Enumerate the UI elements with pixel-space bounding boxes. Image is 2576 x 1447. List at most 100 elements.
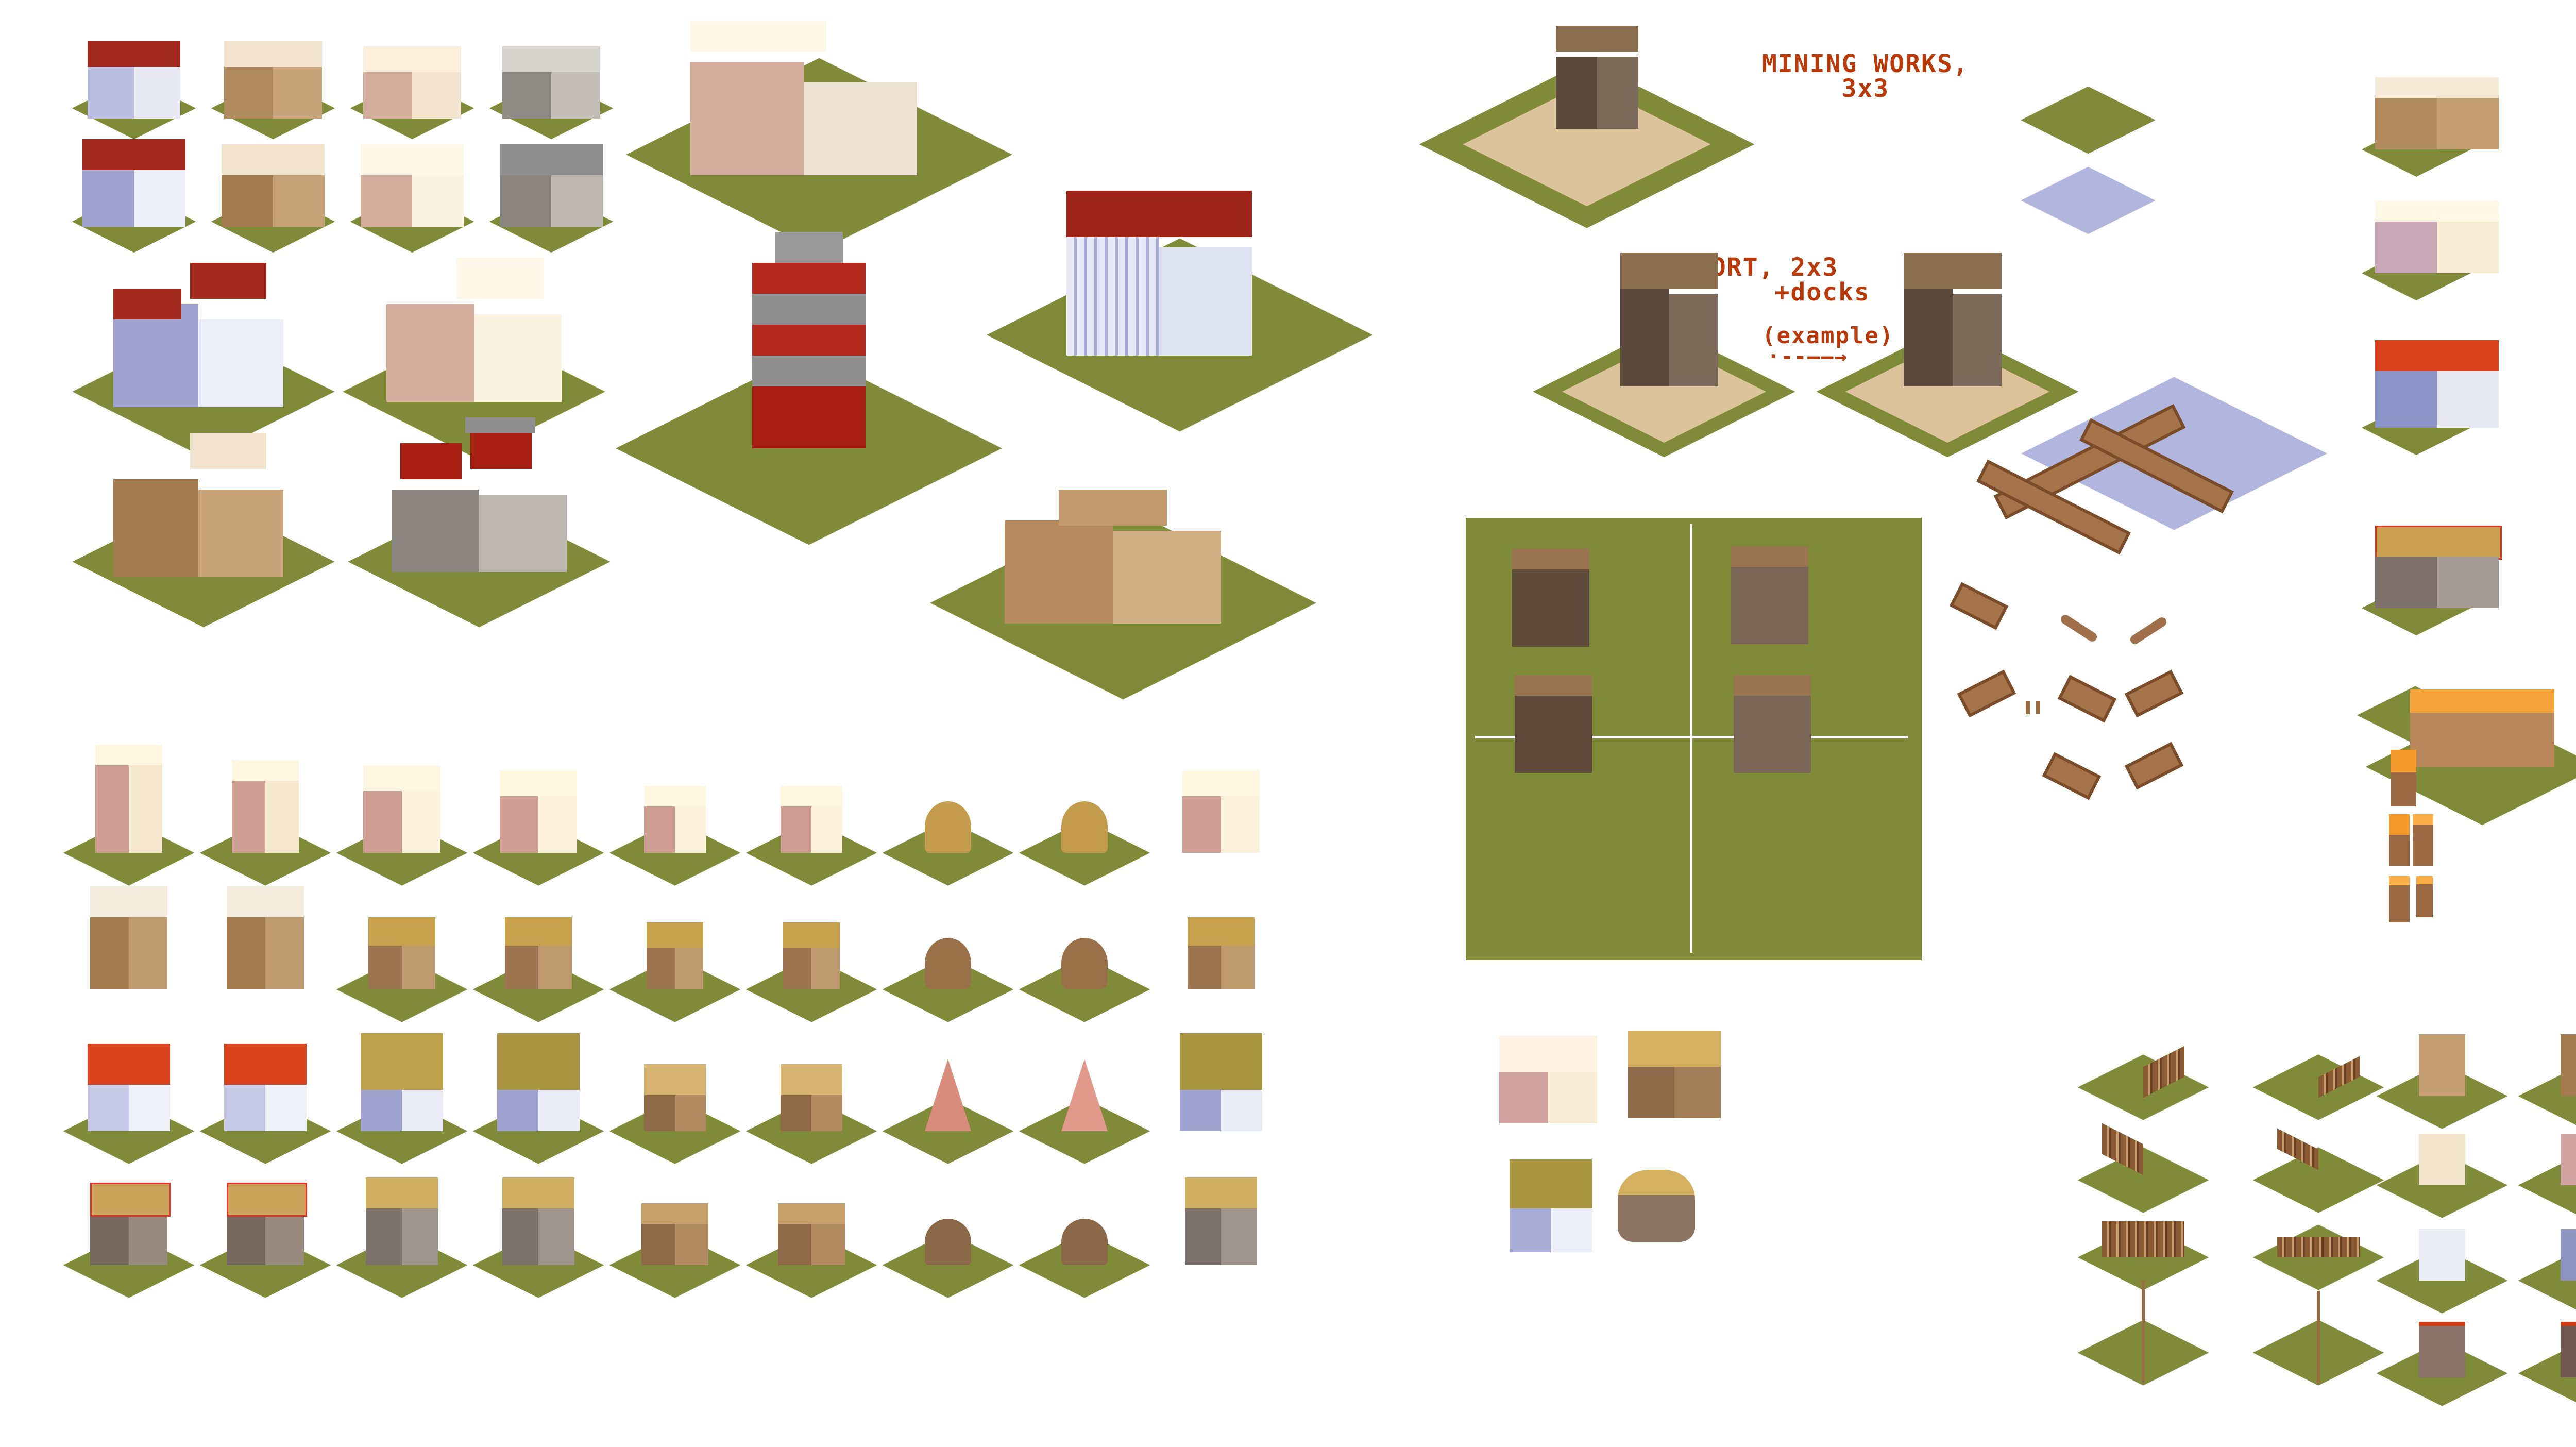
wall-plaster-2 xyxy=(2561,1134,2576,1185)
adobe-house-1 xyxy=(363,765,440,853)
stone-shrine-red-1 xyxy=(90,1183,171,1265)
stone-shrine-red-2 xyxy=(227,1183,307,1265)
house-marble-red-roof xyxy=(88,41,180,119)
sandstone-block-2 xyxy=(227,886,304,989)
large-house-sandstone xyxy=(113,433,283,577)
villa-red-roof-1 xyxy=(88,1044,170,1131)
fence-6 xyxy=(2277,1237,2360,1257)
shed-rotation-3 xyxy=(1515,675,1592,773)
dock-post-1 xyxy=(2026,701,2030,714)
shed-rotation-2 xyxy=(1731,546,1808,644)
stall-1 xyxy=(2391,750,2416,806)
house-marble-red-roof-2 xyxy=(82,139,185,227)
dock-post-2 xyxy=(2036,701,2040,714)
stone-thatch-house-1 xyxy=(366,1177,438,1265)
thatch-stone-house-1 xyxy=(368,917,435,989)
large-house-plaster xyxy=(386,258,562,402)
sandstone-block-1 xyxy=(90,886,167,989)
fence-post-2 xyxy=(2317,1291,2320,1384)
adobe-tower-1 xyxy=(95,745,162,853)
house-plaster xyxy=(363,46,461,119)
panel-divider-vertical xyxy=(1690,524,1692,953)
wall-stone-torch-1 xyxy=(2419,1322,2465,1377)
pagoda xyxy=(752,232,866,474)
fence-5 xyxy=(2102,1221,2184,1257)
grass-hut-2 xyxy=(1061,801,1108,853)
tipi-2 xyxy=(1061,1059,1108,1131)
ziggurat xyxy=(1005,469,1221,624)
thatch-stone-house-4 xyxy=(783,922,840,989)
wall-sandstone-2 xyxy=(2561,1034,2576,1096)
house-plaster-2 xyxy=(361,144,464,227)
greek-temple xyxy=(1066,191,1252,356)
round-hut-1 xyxy=(925,938,971,989)
shop-plaster xyxy=(2375,201,2499,273)
workshop-round-stone xyxy=(1618,1170,1695,1242)
example-label: (example) xyxy=(1762,323,1894,349)
plank-house-1 xyxy=(641,1203,708,1265)
shed-rotation-4 xyxy=(1734,675,1811,773)
stone-thatch-house-2 xyxy=(502,1177,574,1265)
market-square xyxy=(2410,689,2554,767)
mining-works-label: MINING WORKS, 3x3 xyxy=(1762,49,1969,103)
workshop-timber xyxy=(1628,1031,1721,1118)
boat-2 xyxy=(2128,615,2168,646)
grass-hut-1 xyxy=(925,801,971,853)
stall-2 xyxy=(2389,814,2410,866)
adobe-small-1 xyxy=(644,786,706,853)
port-warehouse-example xyxy=(1904,253,2002,386)
branch-hut-2 xyxy=(1061,1219,1108,1265)
large-house-marble xyxy=(113,263,283,407)
house-sandstone-2 xyxy=(222,144,325,227)
workshop-thatched-cottage xyxy=(1510,1159,1592,1252)
wall-plaster-1 xyxy=(2419,1134,2465,1185)
port-label: PORT, 2x3 +docks xyxy=(1695,253,1870,307)
stone-thatch-house-with-hay xyxy=(1185,1177,1257,1265)
port-warehouse xyxy=(1620,253,1718,386)
workshop-plaster xyxy=(1499,1036,1597,1123)
boat-1 xyxy=(2059,613,2099,644)
thatch-stone-house-3 xyxy=(647,922,703,989)
shop-sandstone xyxy=(2375,77,2499,149)
house-sandstone xyxy=(224,41,322,119)
thatch-stone-house-2 xyxy=(505,917,572,989)
adobe-house-2 xyxy=(500,770,577,853)
tipi-1 xyxy=(925,1059,971,1131)
thatched-cottage-with-hay xyxy=(1180,1033,1262,1131)
stall-4 xyxy=(2389,876,2410,922)
thatched-cottage-2 xyxy=(497,1033,580,1131)
thatch-stone-house-with-hay xyxy=(1188,917,1255,989)
house-grey-stone-2 xyxy=(500,144,603,227)
wooden-hut-2 xyxy=(781,1064,842,1131)
thatched-cottage-1 xyxy=(361,1033,443,1131)
dock-piece-2 xyxy=(1957,669,2016,718)
shed-rotation-panel xyxy=(1466,518,1922,960)
dock-piece-1 xyxy=(1949,582,2009,630)
adobe-small-2 xyxy=(781,786,842,853)
mine-shaft-building xyxy=(1556,26,1638,129)
villa-red-roof-2 xyxy=(224,1044,307,1131)
egyptian-temple xyxy=(690,21,917,175)
large-house-pagoda-style xyxy=(392,417,567,572)
dock-piece-6 xyxy=(2124,742,2184,790)
branch-hut-1 xyxy=(925,1219,971,1265)
plank-house-2 xyxy=(778,1203,845,1265)
panel-divider-horizontal xyxy=(1475,736,1908,738)
adobe-tower-2 xyxy=(232,760,299,853)
example-arrow: ·--——→ xyxy=(1767,345,1848,368)
adobe-house-with-hay xyxy=(1182,770,1260,853)
fence-post-1 xyxy=(2142,1281,2145,1384)
dock-piece-5 xyxy=(2042,752,2102,800)
round-hut-2 xyxy=(1061,938,1108,989)
wall-sandstone-1 xyxy=(2419,1034,2465,1096)
dock-piece-3 xyxy=(2057,675,2117,723)
shop-red-roof xyxy=(2375,340,2499,428)
shop-thatched xyxy=(2375,526,2502,608)
wooden-hut-1 xyxy=(644,1064,706,1131)
wall-stone-torch-2 xyxy=(2561,1322,2576,1377)
house-grey-stone xyxy=(502,46,600,119)
dock-piece-4 xyxy=(2124,669,2184,718)
wall-marble-1 xyxy=(2419,1229,2465,1281)
shed-rotation-1 xyxy=(1512,549,1589,647)
wall-marble-2 xyxy=(2561,1229,2576,1281)
